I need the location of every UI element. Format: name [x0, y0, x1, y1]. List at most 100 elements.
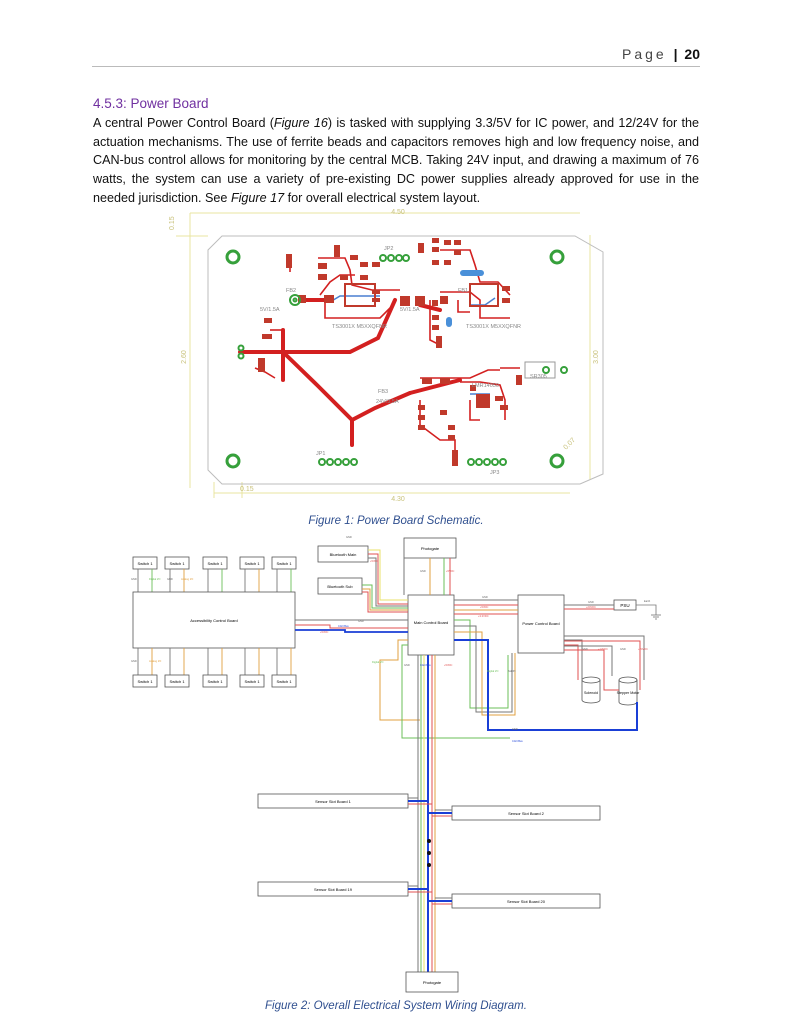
wire-label: GND [512, 727, 518, 731]
label-fb2-val: 5V/1.5A [260, 307, 280, 313]
wire-label: Digital I/O [372, 660, 383, 664]
dim-top-offset: 0.15 [169, 216, 176, 230]
wire-label: Earth [644, 599, 651, 603]
wire-label: GND [620, 647, 626, 651]
switch-label: Switch 1 [207, 561, 223, 566]
dim-bottom-offset: 0.15 [240, 486, 254, 493]
switch-label: Switch 1 [207, 679, 223, 684]
switch-label: Switch 1 [169, 679, 185, 684]
wire-label: Digital I/O [487, 669, 498, 673]
bluetooth-main-label: Bluetooth Main [330, 552, 357, 557]
wiring-harness [295, 549, 645, 739]
wire-label: GND [482, 595, 488, 599]
dim-top-width: 4.50 [391, 209, 405, 216]
wire-label: GND [131, 577, 137, 581]
wire-label: +5VDC [444, 663, 453, 667]
wire-label: Analog I/O [149, 659, 161, 663]
switch-box: Switch 1 [239, 674, 265, 688]
wire-label: +3.3VDC [478, 614, 489, 618]
bottom-switch-row: Switch 1 Switch 1 Switch 1 Switch 1 Swit… [132, 674, 297, 688]
wire-label: SHDN [508, 669, 515, 673]
sensor-board-1-label: Sensor Slot Board 1 [315, 799, 352, 804]
label-fb3: FB3 [378, 389, 388, 395]
wire-label: CAN Bus [338, 624, 349, 628]
label-jp2: JP2 [384, 246, 393, 252]
wire-label: GND [588, 600, 594, 604]
switch-box: Switch 1 [202, 556, 228, 570]
wire-label: Analog I/O [181, 577, 193, 581]
figure-reference-2[interactable]: Figure 17 [230, 190, 285, 205]
smd-components [258, 238, 522, 466]
section-title: 4.5.3: Power Board [93, 96, 209, 111]
label-fb2: FB2 [286, 288, 296, 294]
paragraph-text-3: for overall electrical system layout. [284, 190, 481, 205]
power-board-schematic: 4.50 4.30 2.60 3.00 0.15 0.15 0.07 [169, 209, 604, 503]
figure2-caption: Figure 2: Overall Electrical System Wiri… [265, 1000, 527, 1012]
sensor-board-2-label: Sensor Slot Board 2 [508, 811, 545, 816]
main-control-board [407, 594, 455, 656]
wire-label: +12VDC [598, 647, 608, 651]
top-switch-wires [137, 569, 292, 592]
page-word: Page [622, 46, 667, 62]
switch-label: Switch 1 [276, 679, 292, 684]
dim-left-height: 2.60 [181, 350, 188, 364]
wire-label: GND [404, 663, 410, 667]
stepper-label: Stepper Motor [617, 691, 641, 695]
sensor-board-20-label: Sensor Slot Board 20 [507, 899, 546, 904]
wire-label: Digital I/O [149, 577, 160, 581]
figure-reference-1[interactable]: Figure 16 [273, 116, 328, 130]
wire-label: GND [358, 619, 364, 623]
page-number: 20 [684, 46, 700, 62]
switch-box: Switch 1 [271, 556, 297, 570]
label-sr: SR305 [530, 374, 547, 380]
board-outline [207, 235, 604, 485]
switch-box: Switch 1 [271, 674, 297, 688]
power-control-board [517, 594, 565, 654]
wire-label: +5VDC [320, 630, 329, 634]
body-paragraph: A central Power Control Board (Figure 16… [93, 114, 699, 208]
label-fb1-val: 5V/1.5A [400, 307, 420, 313]
label-reg2: TS3001X M5XXQFNR [466, 324, 521, 330]
sensor-bus [417, 655, 436, 975]
stepper-motor: Stepper Motor [617, 676, 641, 706]
wire-label: CAN Bus [420, 663, 431, 667]
wire-label: +24VDC [586, 605, 596, 609]
bluetooth-sub-label: Bluetooth Sub [327, 584, 353, 589]
switch-label: Switch 1 [169, 561, 185, 566]
label-reg3: LMR14050 [472, 383, 499, 389]
switch-box: Switch 1 [132, 556, 158, 570]
top-switch-row: Switch 1 Switch 1 Switch 1 Switch 1 Swit… [132, 556, 297, 570]
bottom-switch-wires [137, 648, 292, 675]
bluetooth-sub-box [317, 577, 363, 595]
psu-label: PSU [620, 603, 629, 608]
switch-label: Switch 1 [137, 561, 153, 566]
wire-label: +5VDC [370, 559, 379, 563]
wire-label: GND [167, 577, 173, 581]
earth-ground [636, 604, 661, 620]
wire-label: GND [346, 535, 352, 539]
photogate-top-label: Photogate [421, 546, 440, 551]
sensor-taps [408, 797, 452, 905]
wire-label: +24VDC [638, 647, 648, 651]
paragraph-text-2: ) is tasked with supplying 3.3/5V for IC… [93, 116, 699, 205]
label-jp1: JP1 [316, 451, 325, 457]
switch-label: Switch 1 [244, 561, 260, 566]
dimension-lines [176, 212, 591, 498]
wire-labels: GND Digital I/O GND Analog I/O GND Analo… [131, 535, 651, 743]
label-fb1: FB1 [458, 288, 468, 294]
switch-box: Switch 1 [132, 674, 158, 688]
switch-box: Switch 1 [239, 556, 265, 570]
switch-box: Switch 1 [202, 674, 228, 688]
photogate-bottom-label: Photogate [423, 980, 442, 985]
figure1-caption: Figure 1: Power Board Schematic. [308, 515, 484, 527]
wire-label: GND [582, 647, 588, 651]
label-jp3: JP3 [490, 470, 499, 476]
solenoid-label: Solenoid [584, 691, 598, 695]
main-control-label: Main Control Board [414, 620, 448, 625]
pcb-labels: FB2 5V/1.5A FB1 5V/1.5A FB3 24V/3.5A TS3… [260, 246, 547, 476]
switch-label: Switch 1 [276, 561, 292, 566]
wire-label: GND [131, 659, 137, 663]
crystal-blue [460, 270, 484, 276]
paragraph-text-1: A central Power Control Board ( [93, 116, 274, 130]
